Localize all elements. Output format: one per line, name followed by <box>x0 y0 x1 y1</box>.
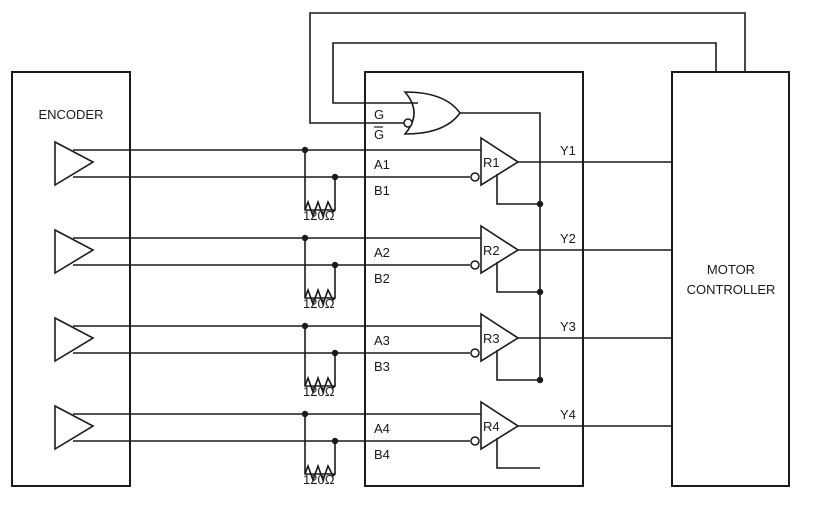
junction-dot <box>331 437 339 445</box>
enable-g-wire <box>332 42 717 104</box>
receiver-icon <box>480 312 520 363</box>
output-label: Y1 <box>560 143 576 158</box>
receiver-inversion-bubble <box>470 260 480 270</box>
receiver-label: R1 <box>483 155 500 170</box>
resistor-icon <box>304 199 336 219</box>
output-label: Y4 <box>560 407 576 422</box>
junction-dot <box>536 200 544 208</box>
input-b-label: B4 <box>374 447 390 462</box>
junction-dot <box>301 322 309 330</box>
resistor-icon <box>304 463 336 483</box>
output-label: Y3 <box>560 319 576 334</box>
enable-wire <box>496 350 540 381</box>
gate-inversion-bubble <box>403 118 413 128</box>
receiver-inversion-bubble <box>470 172 480 182</box>
input-b-label: B1 <box>374 183 390 198</box>
receiver-label: R2 <box>483 243 500 258</box>
input-a-label: A4 <box>374 421 390 436</box>
enable-wire <box>496 438 540 469</box>
motor-controller-block <box>671 71 790 487</box>
receiver-inversion-bubble <box>470 436 480 446</box>
motor-controller-label-line1: MOTOR <box>707 262 755 277</box>
output-label: Y2 <box>560 231 576 246</box>
or-gate <box>403 91 461 135</box>
termination-wire <box>304 414 336 475</box>
encoder-driver-icon <box>54 404 95 451</box>
resistor-value: 120Ω <box>303 384 335 399</box>
junction-dot <box>301 146 309 154</box>
termination-wire <box>304 238 336 299</box>
motor-controller-label-line2: CONTROLLER <box>687 282 776 297</box>
termination-wire <box>304 150 336 211</box>
gate-output-wire <box>460 112 541 380</box>
junction-dot <box>331 349 339 357</box>
encoder-driver-icon <box>54 140 95 187</box>
enable-gbar-wire <box>309 12 746 124</box>
receiver-icon <box>480 136 520 187</box>
encoder-block <box>11 71 131 487</box>
enable-wire <box>496 262 540 293</box>
input-a-label: A3 <box>374 333 390 348</box>
receiver-icon <box>480 224 520 275</box>
enable-wire <box>496 174 540 205</box>
resistor-value: 120Ω <box>303 296 335 311</box>
junction-dot <box>301 234 309 242</box>
resistor-icon <box>304 287 336 307</box>
encoder-driver-icon <box>54 316 95 363</box>
receiver-label: R4 <box>483 419 500 434</box>
resistor-icon <box>304 375 336 395</box>
receiver-inversion-bubble <box>470 348 480 358</box>
junction-dot <box>536 376 544 384</box>
receiver-ic-block <box>364 71 584 487</box>
input-a-label: A1 <box>374 157 390 172</box>
junction-dot <box>331 261 339 269</box>
encoder-label: ENCODER <box>38 107 103 122</box>
termination-wire <box>304 326 336 387</box>
receiver-icon <box>480 400 520 451</box>
junction-dot <box>536 288 544 296</box>
resistor-value: 120Ω <box>303 472 335 487</box>
junction-dot <box>331 173 339 181</box>
receiver-label: R3 <box>483 331 500 346</box>
gbar-label: G <box>374 127 384 142</box>
junction-dot <box>301 410 309 418</box>
g-label: G <box>374 107 384 122</box>
resistor-value: 120Ω <box>303 208 335 223</box>
input-b-label: B3 <box>374 359 390 374</box>
encoder-driver-icon <box>54 228 95 275</box>
input-a-label: A2 <box>374 245 390 260</box>
input-b-label: B2 <box>374 271 390 286</box>
